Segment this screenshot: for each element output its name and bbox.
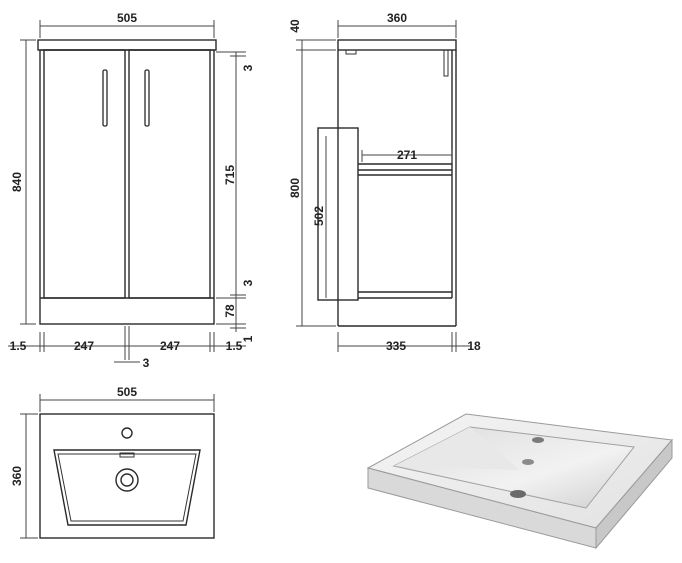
carcass-height-label: 800 <box>288 178 302 198</box>
side-height-dimensions: 40 800 <box>288 19 336 327</box>
left-door-width-label: 247 <box>74 339 94 353</box>
shelf-depth-label: 271 <box>397 148 417 162</box>
door-top-gap-label: 3 <box>241 64 255 71</box>
center-gap-label: 3 <box>143 356 150 370</box>
side-view <box>317 39 457 327</box>
front-right-dimensions: 3 715 3 78 1 <box>216 51 255 342</box>
side-bottom-dimensions: 335 18 <box>337 332 481 353</box>
waste-outer-ring <box>115 468 139 492</box>
side-left-label: 1.5 <box>10 339 27 353</box>
right-door <box>128 49 211 299</box>
render-waste-hole <box>510 490 526 498</box>
front-height-dimension: 840 <box>10 39 36 325</box>
waste-outlet <box>345 50 357 55</box>
left-door-handle <box>102 69 108 127</box>
side-basin-top <box>337 39 457 51</box>
front-bottom-dimensions: 1.5 247 247 1.5 3 <box>8 326 246 370</box>
basin-width-label: 505 <box>117 385 137 399</box>
tap-hole <box>121 427 133 439</box>
side-depth-label: 360 <box>387 11 407 25</box>
basin-depth-label: 360 <box>10 466 24 486</box>
basin-bowl-inner <box>57 453 197 522</box>
carcass-depth-label: 335 <box>386 339 406 353</box>
internal-height-label: 502 <box>312 206 326 226</box>
basin-plan-view <box>39 413 215 539</box>
front-width-label: 505 <box>117 11 137 25</box>
door-bottom-gap-label: 3 <box>241 279 255 286</box>
render-side-face <box>595 438 673 550</box>
render-bowl-slope <box>394 427 520 470</box>
basin-outline <box>39 413 215 539</box>
internal-back-panel <box>317 127 359 301</box>
shelf-depth-dimension: 271 <box>361 148 453 162</box>
hinge-block <box>443 50 449 77</box>
right-door-width-label: 247 <box>160 339 180 353</box>
internal-height-dimension: 502 <box>312 136 327 298</box>
plinth-height-label: 78 <box>223 304 237 318</box>
basin-3d-render <box>366 413 673 550</box>
basin-height-label: 40 <box>288 19 302 33</box>
side-depth-dimension: 360 <box>337 11 457 38</box>
floor-gap-label: 1 <box>241 335 255 342</box>
waste-inner-ring <box>120 473 134 487</box>
front-width-dimension: 505 <box>39 11 215 38</box>
overflow-slot <box>119 452 135 458</box>
side-right-label: 1.5 <box>226 339 243 353</box>
basin-depth-dimension: 360 <box>10 413 38 539</box>
front-basin-top <box>37 39 217 51</box>
render-tap-hole <box>532 437 544 443</box>
render-overflow-hole <box>522 459 534 465</box>
left-door <box>43 49 126 299</box>
front-carcass <box>39 49 215 325</box>
front-view <box>37 39 217 325</box>
front-height-label: 840 <box>10 172 24 192</box>
basin-width-dimension: 505 <box>39 385 215 412</box>
door-thickness-label: 18 <box>467 339 481 353</box>
right-door-handle <box>144 69 150 127</box>
basin-bowl-outer <box>53 449 201 526</box>
door-height-label: 715 <box>223 165 237 185</box>
